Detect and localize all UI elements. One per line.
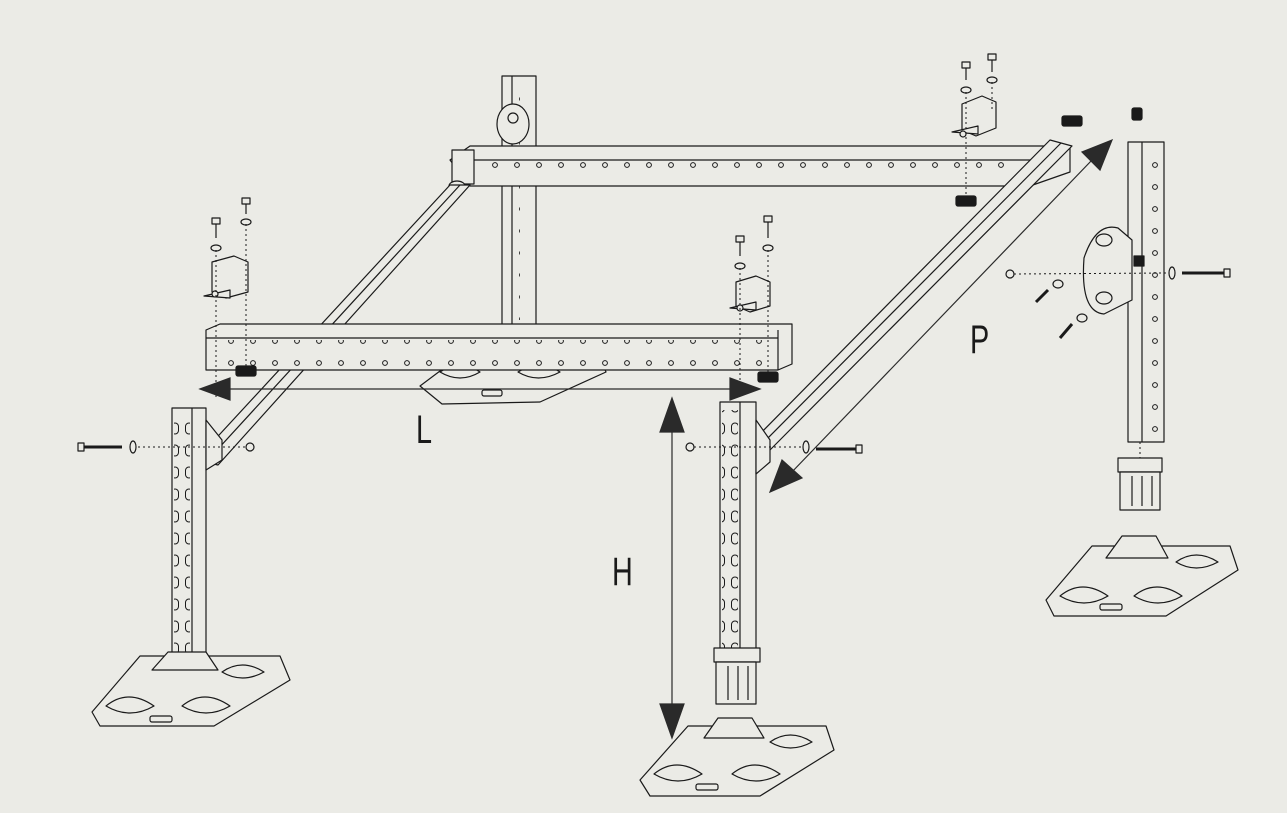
slide-nuts	[235, 107, 1143, 383]
dimension-height-label: H	[612, 550, 633, 594]
exploded-adapter	[1117, 457, 1163, 511]
dimension-length-label: L	[416, 408, 433, 452]
exploded-upright	[1082, 141, 1165, 443]
dimension-lines	[198, 138, 1114, 740]
front-left-foot	[91, 651, 291, 727]
assembly-guides	[138, 82, 1169, 458]
front-right-bracket	[729, 275, 771, 313]
front-beam	[205, 323, 793, 371]
front-left-bracket	[203, 255, 249, 299]
front-right-upright	[713, 401, 771, 705]
back-upright	[496, 75, 537, 327]
front-left-upright	[171, 407, 223, 661]
exploded-foot	[1045, 535, 1239, 617]
dimension-depth-label: P	[970, 318, 990, 362]
front-right-foot	[639, 717, 835, 797]
hardware-bolts	[77, 53, 1231, 454]
back-right-bracket	[951, 95, 997, 138]
back-beam	[448, 145, 1071, 192]
